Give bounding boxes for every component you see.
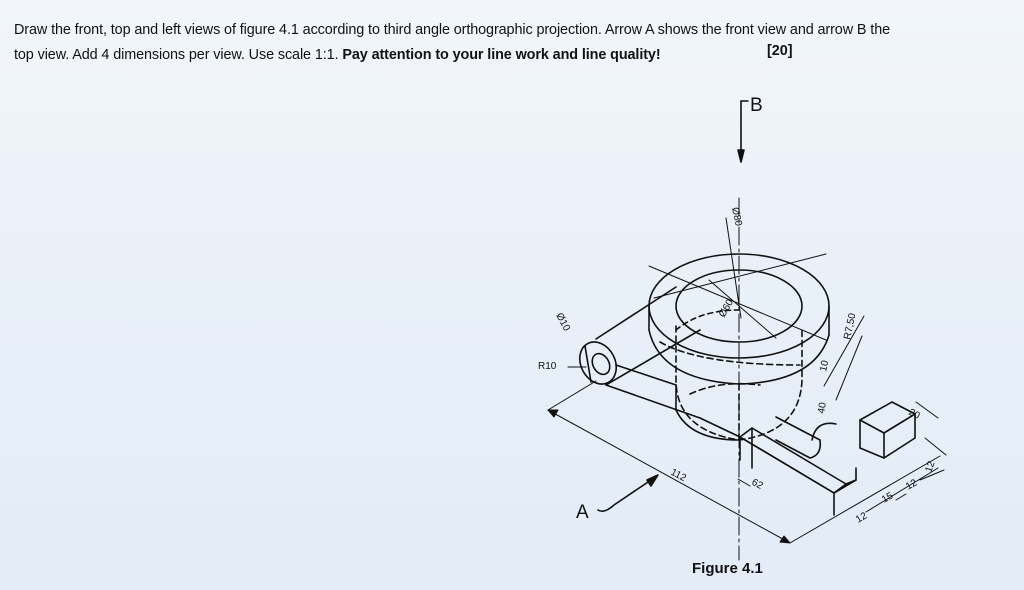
dim-d10: Ø10 <box>553 311 572 333</box>
question-text: Draw the front, top and left views of fi… <box>14 18 1014 68</box>
dim-12-c: 12 <box>854 510 870 525</box>
dim-12-b: 12 <box>904 477 920 492</box>
dim-r10: R10 <box>538 361 557 372</box>
marks-label: [20] <box>767 43 793 59</box>
dim-d80: Ø80 <box>729 206 744 227</box>
question-line-1: Draw the front, top and left views of fi… <box>14 22 891 38</box>
dimension-lines <box>547 315 947 544</box>
arrow-b-label: B <box>750 95 763 116</box>
dim-62: 62 <box>750 477 765 492</box>
figure-caption: Figure 4.1 <box>692 560 763 577</box>
dim-112: 112 <box>669 467 689 484</box>
dim-10: 10 <box>818 359 831 373</box>
hole-boss <box>578 341 618 385</box>
dim-20: 20 <box>907 407 922 422</box>
view-arrow-b <box>737 100 749 163</box>
question-line-2: top view. Add 4 dimensions per view. Use… <box>14 43 1014 68</box>
view-arrow-a <box>597 474 659 512</box>
center-lines <box>648 197 827 561</box>
arrow-a-label: A <box>576 502 589 523</box>
slotted-rib <box>739 401 916 516</box>
dim-15: 15 <box>880 490 896 505</box>
dim-r7-5: R7,50 <box>842 312 858 341</box>
question-line-2-text: top view. Add 4 dimensions per view. Use… <box>14 47 343 63</box>
line-quality-note: Pay attention to your line work and line… <box>342 47 661 63</box>
dim-12-a: 12 <box>923 459 937 474</box>
dim-40: 40 <box>816 401 829 414</box>
